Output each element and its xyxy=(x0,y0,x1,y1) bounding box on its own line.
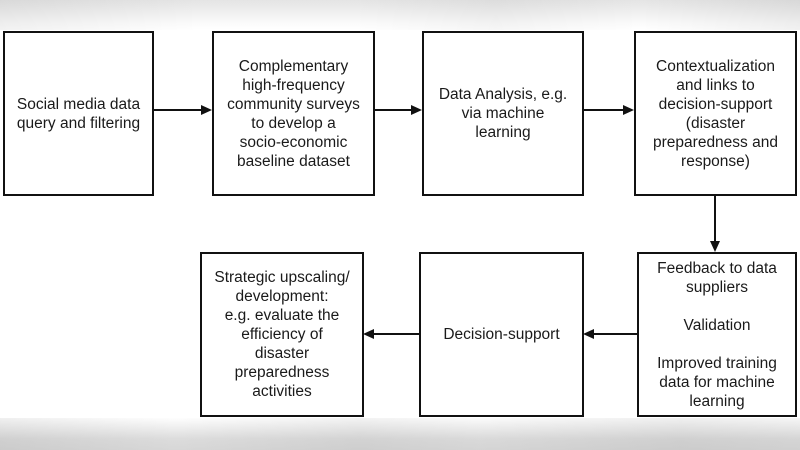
flow-box-community-surveys: Complementary high-frequency community s… xyxy=(212,31,375,196)
arrowhead-icon xyxy=(710,241,720,252)
flow-box-data-analysis: Data Analysis, e.g. via machine learning xyxy=(422,31,584,196)
arrow-shaft xyxy=(372,333,419,335)
flow-box-label: Strategic upscaling/ development: e.g. e… xyxy=(214,269,350,400)
arrow-shaft xyxy=(714,196,716,243)
flow-box-strategic-upscaling: Strategic upscaling/ development: e.g. e… xyxy=(200,252,364,417)
flow-box-label: Complementary high-frequency community s… xyxy=(227,57,360,170)
flow-box-label: Data Analysis, e.g. via machine learning xyxy=(438,86,568,141)
flow-box-contextualization: Contextualization and links to decision-… xyxy=(634,31,797,196)
arrow-left-icon xyxy=(583,329,637,339)
flow-box-label: Social media data query and filtering xyxy=(16,95,141,132)
top-gradient-band xyxy=(0,0,800,30)
flow-box-decision-support: Decision-support xyxy=(419,252,584,417)
arrowhead-icon xyxy=(363,329,374,339)
arrowhead-icon xyxy=(201,105,212,115)
arrow-right-icon xyxy=(153,105,212,115)
flow-box-social-media-query: Social media data query and filtering xyxy=(3,31,154,196)
arrowhead-icon xyxy=(623,105,634,115)
flow-box-label: Contextualization and links to decision-… xyxy=(653,57,778,170)
arrow-shaft xyxy=(592,333,637,335)
flow-box-label: Decision-support xyxy=(443,326,560,343)
arrow-shaft xyxy=(374,109,413,111)
arrow-right-icon xyxy=(583,105,634,115)
arrow-left-icon xyxy=(363,329,419,339)
arrow-shaft xyxy=(153,109,203,111)
flow-box-label: Feedback to data suppliers Validation Im… xyxy=(657,259,777,410)
flow-box-feedback: Feedback to data suppliers Validation Im… xyxy=(637,252,797,417)
arrow-down-icon xyxy=(710,196,720,252)
arrowhead-icon xyxy=(583,329,594,339)
arrow-shaft xyxy=(583,109,625,111)
bottom-gradient-band xyxy=(0,418,800,450)
arrowhead-icon xyxy=(411,105,422,115)
arrow-right-icon xyxy=(374,105,422,115)
